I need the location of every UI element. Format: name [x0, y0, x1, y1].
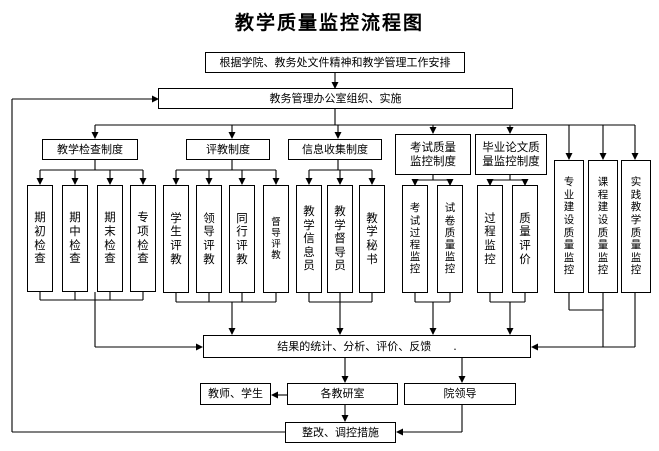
node-exam-system: 考试质量 监控制度 [395, 134, 471, 175]
node-info-system: 信息收集制度 [288, 139, 382, 160]
node-supervisor-eval: 督 导 评 教 [263, 185, 289, 293]
node-info-officer: 教 学 信 息 员 [296, 185, 322, 293]
node-office: 教务管理办公室组织、实施 [158, 88, 513, 109]
node-rectify: 整改、调控措施 [285, 422, 396, 443]
node-thesis-system: 毕业论文质 量监控制度 [475, 134, 547, 175]
node-evaluation-system: 评教制度 [186, 139, 270, 160]
node-mid-check: 期 中 检 查 [62, 185, 88, 292]
node-leader-eval: 领 导 评 教 [196, 185, 222, 293]
node-course-construction: 课 程 建 设 质 量 监 控 [588, 160, 618, 293]
node-process-monitor: 过 程 监 控 [477, 185, 503, 293]
node-inspection-system: 教学检查制度 [42, 139, 138, 160]
node-college-leaders: 院领导 [404, 383, 516, 405]
node-practice-teaching: 实 践 教 学 质 量 监 控 [621, 160, 651, 293]
node-paper-quality: 试 卷 质 量 监 控 [437, 185, 463, 293]
node-early-check: 期 初 检 查 [27, 185, 53, 292]
node-student-eval: 学 生 评 教 [163, 185, 189, 293]
node-results: 结果的统计、分析、评价、反馈 . [203, 335, 531, 358]
diagram-title: 教学质量监控流程图 [234, 12, 424, 34]
node-secretary: 教 学 秘 书 [359, 185, 385, 293]
node-peer-eval: 同 行 评 教 [229, 185, 255, 293]
node-quality-eval: 质 量 评 价 [512, 185, 538, 293]
node-supervisor: 教 学 督 导 员 [327, 185, 353, 293]
node-basis: 根据学院、教务处文件精神和教学管理工作安排 [205, 52, 465, 73]
node-final-check: 期 末 检 查 [97, 185, 123, 292]
node-exam-process: 考 试 过 程 监 控 [402, 185, 428, 293]
node-teachers-students: 教师、学生 [200, 383, 271, 405]
node-special-check: 专 项 检 查 [130, 185, 156, 292]
node-research-office: 各教研室 [287, 383, 398, 405]
node-major-construction: 专 业 建 设 质 量 监 控 [554, 160, 584, 293]
